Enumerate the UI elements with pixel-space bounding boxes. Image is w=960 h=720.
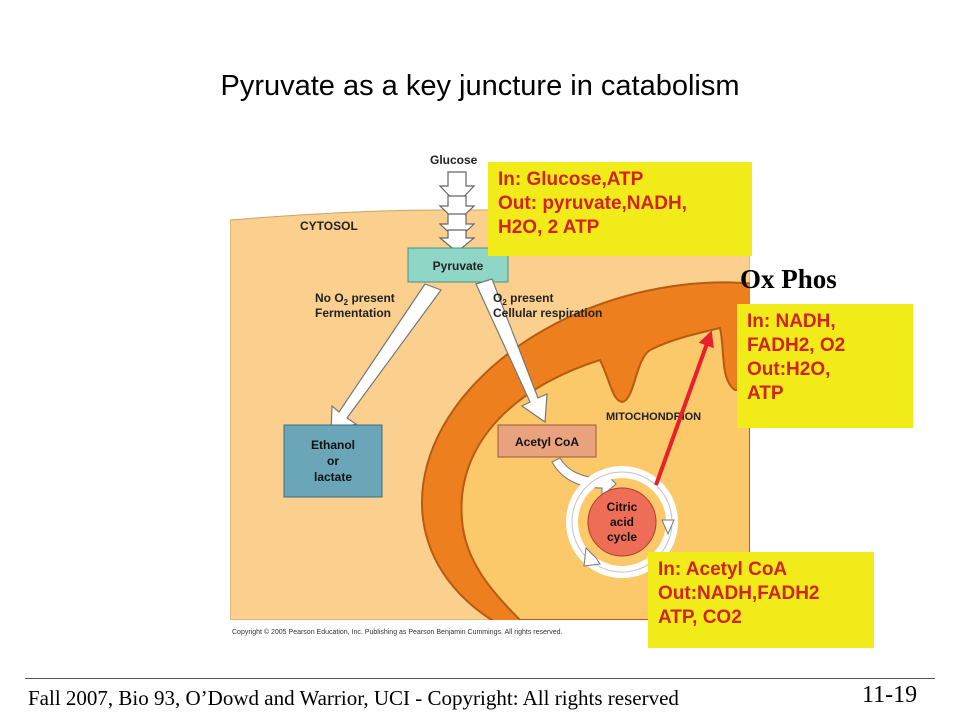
citric-callout: In: Acetyl CoA Out:NADH,FADH2 ATP, CO2 <box>648 552 874 648</box>
cytosol-label: CYTOSOL <box>300 219 358 233</box>
glycolysis-callout-line: H2O, 2 ATP <box>498 217 600 238</box>
ox-phos-title: Ox Phos <box>740 264 837 294</box>
acetyl-coa-label: Acetyl CoA <box>515 435 579 449</box>
cellular-respiration-label: Cellular respiration <box>493 306 602 320</box>
glycolysis-callout-line: Out: pyruvate,NADH, <box>498 193 687 214</box>
ox-phos-red-arrow <box>654 330 714 486</box>
glycolysis-callout-line: In: Glucose,ATP <box>498 169 644 190</box>
fermentation-label: Fermentation <box>315 306 391 320</box>
ethanol-label: Ethanol <box>311 438 355 452</box>
cycle-arrowhead-left <box>583 546 601 567</box>
ox-phos-callout-line: Out:H2O, <box>747 359 831 380</box>
lactate-label: lactate <box>314 470 352 484</box>
respiration-arrow <box>475 278 548 424</box>
citric-acid-cycle-circle <box>587 487 657 557</box>
pyruvate-label: Pyruvate <box>433 259 484 273</box>
or-label: or <box>327 454 339 468</box>
cycle-label: cycle <box>607 530 637 544</box>
slide-number: 11-19 <box>862 682 918 708</box>
acetyl-to-cycle-arrow <box>551 457 617 498</box>
ox-phos-callout: In: NADH, FADH2, O2 Out:H2O, ATP <box>737 304 913 428</box>
mitochondrion-label: MITOCHONDRION <box>606 411 701 423</box>
acid-label: acid <box>610 515 634 529</box>
acetyl-coa-box <box>497 424 597 458</box>
ethanol-lactate-box <box>283 424 383 498</box>
footer-divider <box>25 678 935 679</box>
glycolysis-callout: In: Glucose,ATP Out: pyruvate,NADH, H2O,… <box>488 162 752 256</box>
cycle-arrowhead-right <box>661 519 675 536</box>
footer-text: Fall 2007, Bio 93, O’Dowd and Warrior, U… <box>28 686 679 710</box>
glycolysis-arrows <box>438 171 476 253</box>
o2-present-label: O2 present <box>493 291 553 307</box>
citric-callout-line: ATP, CO2 <box>658 607 742 628</box>
glucose-label: Glucose <box>430 153 478 167</box>
no-o2-label: No O2 present <box>315 291 395 307</box>
ox-phos-callout-line: In: NADH, <box>747 311 836 332</box>
figure-copyright: Copyright © 2005 Pearson Education, Inc.… <box>232 628 562 636</box>
ox-phos-callout-line: FADH2, O2 <box>747 335 846 356</box>
citric-label: Citric <box>607 500 638 514</box>
citric-callout-line: In: Acetyl CoA <box>658 559 788 580</box>
ox-phos-callout-line: ATP <box>747 383 784 404</box>
slide-title: Pyruvate as a key juncture in catabolism <box>220 70 740 102</box>
citric-callout-line: Out:NADH,FADH2 <box>658 583 820 604</box>
